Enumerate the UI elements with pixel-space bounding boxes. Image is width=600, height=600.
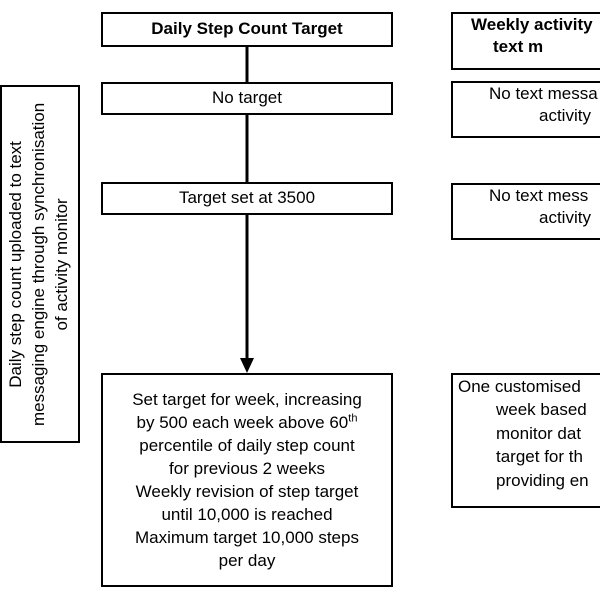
weekly-activity-header-line-1: Weekly activity [471, 15, 593, 34]
side-note-box: Daily step count uploaded to text messag… [0, 85, 80, 443]
no-text-message-1-line-1: No text messa [489, 84, 598, 103]
no-text-message-2-line-1: No text mess [489, 186, 589, 205]
side-note-line-3: of activity monitor [52, 197, 72, 331]
daily-step-target-header-text: Daily Step Count Target [151, 19, 343, 39]
weekly-target-line-1: Set target for week, increasing [132, 389, 362, 409]
customised-message-line-2: week based [496, 400, 587, 420]
superscript-th: th [348, 412, 358, 425]
daily-step-target-header: Daily Step Count Target [101, 12, 393, 47]
customised-message-line-5: providing en [496, 470, 589, 490]
weekly-target-line-3: percentile of daily step count [139, 435, 355, 455]
weekly-activity-header: Weekly activity text m [451, 12, 600, 70]
no-text-message-1-line-2: activity [539, 106, 591, 126]
customised-message-line-4: target for th [496, 447, 583, 467]
target-3500-text: Target set at 3500 [178, 188, 316, 208]
side-note-line-2: messaging engine through synchronisation [29, 102, 49, 426]
weekly-target-line-7: Maximum target 10,000 steps [135, 528, 359, 548]
weekly-target-line-4: for previous 2 weeks [169, 458, 325, 478]
weekly-target-line-6: until 10,000 is reached [161, 505, 333, 525]
weekly-target-line-8: per day [218, 551, 276, 571]
no-text-message-box-1: No text messa activity [451, 81, 600, 138]
no-text-message-2-line-2: activity [539, 208, 591, 228]
no-target-text: No target [212, 88, 282, 108]
customised-message-line-3: monitor dat [496, 423, 582, 443]
weekly-target-line-2: by 500 each week above 60th [137, 411, 358, 434]
arrowhead-down [240, 358, 254, 373]
weekly-target-line-5: Weekly revision of step target [135, 482, 359, 501]
side-note-line-1: Daily step count uploaded to text [6, 140, 26, 388]
no-text-message-box-2: No text mess activity [451, 183, 600, 240]
no-target-box: No target [101, 82, 393, 115]
customised-message-box: One customised week based monitor dat ta… [451, 373, 600, 508]
target-3500-box: Target set at 3500 [101, 182, 393, 215]
weekly-activity-header-line-2: text m [493, 37, 544, 57]
customised-message-line-1: One customised [458, 377, 581, 396]
weekly-target-line-2-text: by 500 each week above 60 [136, 412, 349, 432]
weekly-target-box: Set target for week, increasing by 500 e… [101, 373, 393, 587]
side-note-text: Daily step count uploaded to text messag… [6, 102, 75, 425]
